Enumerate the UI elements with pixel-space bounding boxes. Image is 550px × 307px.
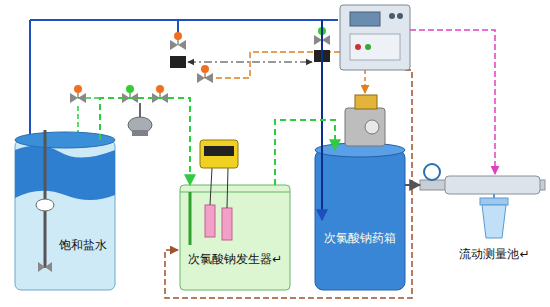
controller-cabinet-part (350, 34, 400, 60)
brine-valves-part (132, 130, 148, 136)
controller-cabinet-part (389, 13, 395, 19)
dosing-tank-drawing-part-part (314, 35, 322, 45)
brine-valves (70, 32, 213, 136)
generator-tank-drawing-part (180, 185, 290, 290)
brine-tank-drawing-part (36, 199, 54, 211)
brine-tank-drawing-part (38, 262, 45, 272)
generator-tank: 次氯酸钠发生器↵ (180, 185, 290, 290)
signal-wires-part (188, 61, 312, 62)
brine-valves-part-part (201, 65, 209, 73)
dosing-tank-label: 次氯酸钠药箱 (324, 231, 396, 245)
brine-tank-drawing-part (15, 145, 115, 200)
flow-cell-drawing-part (480, 198, 508, 205)
controller-cabinet-part (365, 44, 371, 50)
signal-wires-part (410, 30, 495, 174)
dosing-tank-drawing-part (355, 95, 377, 109)
generator-tank-drawing-part (210, 168, 212, 205)
brine-valves-part-part (197, 73, 205, 83)
generator-tank-drawing-part (189, 192, 192, 245)
brine-valves-part (152, 85, 168, 103)
flow-cell: 流动测量池↵ (420, 165, 545, 265)
brine-feed-line (100, 98, 190, 185)
signal-wires (78, 30, 495, 298)
dosing-tank-drawing-part (365, 120, 379, 134)
brine-valves-part-part (178, 40, 186, 50)
generator-tank-drawing-part (227, 168, 228, 208)
brine-valves-part (170, 56, 186, 68)
brine-tank-drawing (15, 130, 115, 290)
generator-tank-label: 次氯酸钠发生器↵ (188, 252, 282, 266)
brine-valves-part-part (205, 73, 213, 83)
generator-tank-drawing-part (222, 208, 232, 240)
controller-cabinet-part (397, 13, 403, 19)
brine-valves-part-part (170, 40, 178, 50)
brine-tank-drawing-part (45, 262, 52, 272)
generator-tank-drawing (180, 140, 290, 290)
generator-tank-drawing-part (200, 140, 238, 168)
brine-valves-part (70, 85, 86, 103)
brine-valves-part (197, 65, 213, 83)
brine-valves-part-part (174, 32, 182, 40)
dosing-tank: 次氯酸钠药箱 (315, 150, 405, 290)
dosing-line (405, 184, 420, 186)
brine-valves-part-part (74, 85, 82, 93)
flow-cell-drawing-part (493, 194, 495, 198)
flow-cell-label: 流动测量池↵ (459, 247, 529, 261)
brine-valves-part (170, 32, 186, 50)
signal-wires-part (77, 106, 79, 132)
brine-valves-part (122, 85, 138, 103)
flow-cell-drawing-part (424, 164, 440, 180)
flow-cell-drawing (420, 164, 545, 238)
generator-tank-drawing-part (204, 146, 234, 156)
flow-cell-drawing-part (482, 205, 506, 238)
generator-tank-drawing-part (205, 205, 215, 237)
dosing-tank-drawing-part (315, 150, 405, 290)
hypochlorite-transfer-line (275, 120, 335, 185)
controller-cabinet-part (355, 44, 361, 50)
dosing-tank-drawing-part (345, 108, 385, 146)
signal-wires-part (364, 70, 366, 93)
signal-wires-part (165, 70, 412, 298)
brine-valves-part-part (70, 93, 78, 103)
brine-valves-part-part (78, 93, 86, 103)
flow-cell-drawing-part (445, 176, 540, 194)
brine-valves-part (139, 103, 141, 117)
water-inlet-pipe-part (30, 19, 338, 21)
controller-cabinet (340, 5, 410, 70)
brine-valves-part-part (126, 85, 134, 93)
generator-tank-drawing-part (180, 192, 290, 193)
brine-tank-drawing-part (15, 140, 115, 290)
brine-tank: 饱和盐水 (15, 140, 115, 290)
dosing-tank-drawing-part-part (322, 35, 330, 45)
controller-cabinet-part (350, 12, 380, 26)
brine-tank-label: 饱和盐水 (59, 238, 107, 252)
brine-valves-part-part (156, 85, 164, 93)
controller-cabinet-part (340, 5, 410, 70)
dosing-tank-drawing (314, 20, 405, 290)
